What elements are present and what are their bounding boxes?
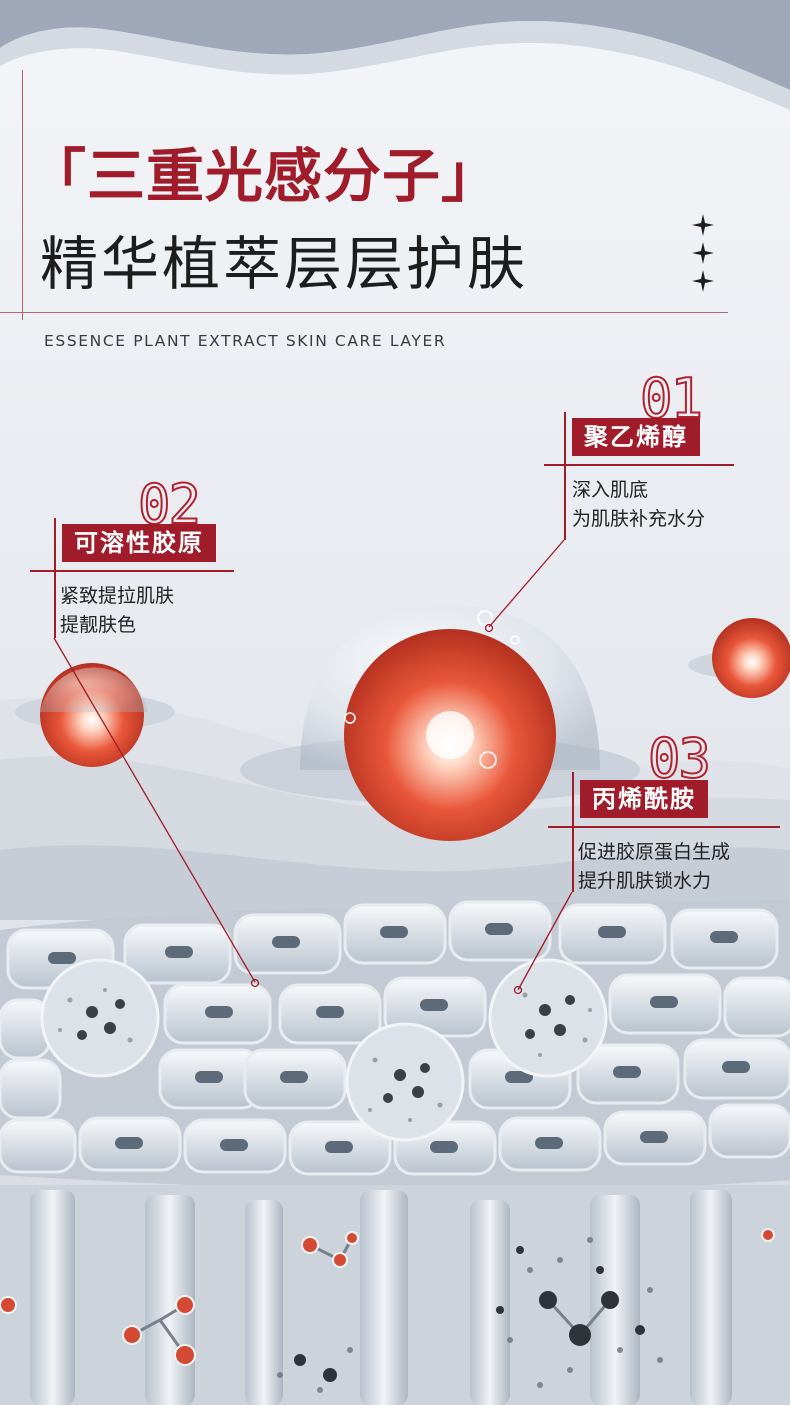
ingredient-number-03: 03 — [647, 727, 712, 790]
ingredient-01-hline — [544, 464, 734, 466]
ingredient-01-desc-1: 深入肌底 — [572, 479, 649, 501]
main-title: 「三重光感分子」 — [28, 128, 500, 224]
ingredient-02-line — [54, 518, 56, 638]
english-subtitle: ESSENCE PLANT EXTRACT SKIN CARE LAYER — [44, 332, 447, 350]
ingredient-02-desc-2: 提靓肤色 — [60, 614, 137, 636]
ingredient-03-label: 丙烯酰胺 — [580, 780, 708, 818]
title-divider — [0, 312, 728, 313]
ingredient-01-label: 聚乙烯醇 — [572, 418, 700, 456]
ingredient-02-desc-1: 紧致提拉肌肤 — [60, 585, 175, 607]
ingredient-01-line — [564, 412, 566, 540]
ingredient-01-desc-2: 为肌肤补充水分 — [572, 508, 706, 530]
subtitle: 精华植萃层层护肤 — [40, 230, 529, 298]
ingredient-03-hline — [548, 826, 780, 828]
ingredient-03-desc-2: 提升肌肤锁水力 — [578, 870, 712, 892]
ingredient-02-hline — [30, 570, 234, 572]
title-main-text: 三重光感分子 — [87, 142, 442, 210]
ingredient-number-01: 01 — [639, 367, 704, 430]
ingredient-02-label: 可溶性胶原 — [62, 524, 216, 562]
ingredient-03-line — [572, 772, 574, 892]
sparkle-icon — [692, 214, 714, 292]
ingredient-number-02: 02 — [137, 473, 202, 536]
title-bracket-open: 「 — [28, 142, 88, 210]
left-accent-line — [22, 70, 23, 320]
title-bracket-close: 」 — [441, 142, 501, 210]
ingredient-03-desc-1: 促进胶原蛋白生成 — [578, 841, 731, 863]
